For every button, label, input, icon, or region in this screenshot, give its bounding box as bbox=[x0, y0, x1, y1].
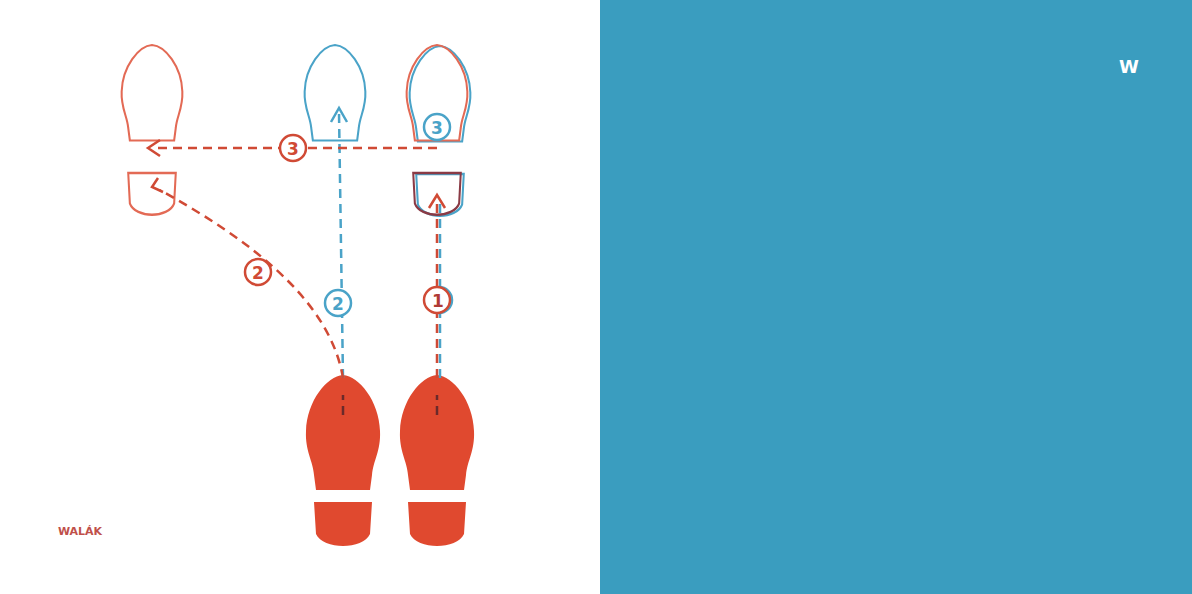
callout-number: 3 bbox=[431, 120, 443, 137]
callout-circles bbox=[245, 114, 452, 316]
target-feet bbox=[122, 45, 471, 216]
step-paths bbox=[155, 112, 440, 415]
callout-number: 2 bbox=[252, 265, 264, 282]
page-letter: W bbox=[1119, 58, 1139, 76]
callout-number: 1 bbox=[432, 293, 444, 310]
signature: WALÁK bbox=[58, 526, 102, 537]
start-feet bbox=[306, 375, 474, 546]
callout-number: 3 bbox=[287, 141, 299, 158]
blue-panel bbox=[600, 0, 1192, 594]
callout-number: 2 bbox=[332, 296, 344, 313]
arrowheads bbox=[148, 108, 445, 208]
